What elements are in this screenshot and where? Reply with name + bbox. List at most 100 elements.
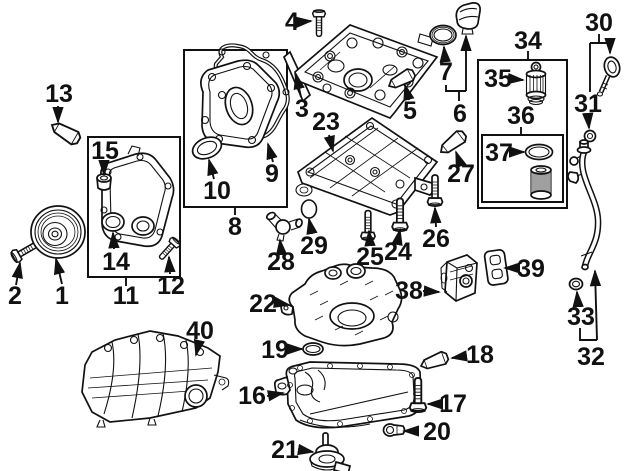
callout-9[interactable]: 9 [265,160,279,188]
oil-cooler-drawing[interactable] [440,254,478,302]
callout-1[interactable]: 1 [55,282,69,310]
leader-7 [439,45,451,63]
kit-box-34 [477,59,568,209]
callout-29[interactable]: 29 [300,232,328,260]
callout-17[interactable]: 17 [439,390,467,418]
callout-11[interactable]: 11 [113,282,140,310]
callout-37[interactable]: 37 [485,139,513,167]
pin-27-drawing[interactable] [435,127,470,159]
callout-4[interactable]: 4 [285,8,299,36]
leader-14 [108,231,120,250]
callout-8[interactable]: 8 [228,213,242,241]
callout-20[interactable]: 20 [423,418,451,446]
leader-24 [391,228,403,247]
pin-18-drawing[interactable] [417,349,451,373]
callout-38[interactable]: 38 [395,277,423,305]
callout-27[interactable]: 27 [447,160,475,188]
leader-31 [582,112,594,130]
crankshaft-pulley-drawing[interactable] [30,205,86,259]
bolt-4-drawing[interactable] [311,8,327,38]
callout-13[interactable]: 13 [45,80,73,108]
leader-16 [266,390,285,402]
leader-2 [11,261,23,286]
leader-22 [273,296,291,308]
leader-32-bracket [579,328,597,341]
callout-36[interactable]: 36 [507,102,535,130]
callout-31[interactable]: 31 [574,90,602,118]
callout-39[interactable]: 39 [517,255,545,283]
callout-3[interactable]: 3 [295,95,309,123]
leader-32 [589,269,602,341]
leader-33 [572,290,584,308]
kit-box-11 [87,136,181,278]
callout-18[interactable]: 18 [466,341,494,369]
callout-32[interactable]: 32 [577,343,605,371]
filler-cap-seal-drawing[interactable] [429,24,457,46]
leader-lines [11,16,616,456]
callout-25[interactable]: 25 [356,243,384,271]
callout-7[interactable]: 7 [439,58,453,86]
callout-24[interactable]: 24 [384,238,412,266]
camshaft-seal-drawing[interactable] [189,133,224,163]
callout-labels: 1 2 3 4 5 6 7 8 9 10 11 12 13 14 15 16 1… [8,8,613,464]
leader-3 [293,72,305,98]
leader-5 [403,83,415,102]
callout-34[interactable]: 34 [514,27,542,55]
leader-12 [164,255,176,275]
sealing-plug-drawing[interactable] [96,173,112,191]
leader-28 [275,238,288,256]
oil-drain-plug-drawing[interactable] [382,423,406,437]
pin-13-drawing[interactable] [47,117,84,148]
leader-18 [450,350,468,362]
callout-14[interactable]: 14 [102,248,130,276]
callout-30[interactable]: 30 [585,9,613,37]
oil-filter-element-drawing[interactable] [530,165,552,200]
oil-pan-o-ring-drawing[interactable] [302,342,324,356]
callout-5[interactable]: 5 [403,97,417,125]
callout-15[interactable]: 15 [91,137,119,165]
leader-29 [306,217,318,236]
callout-26[interactable]: 26 [422,225,450,253]
lower-oil-pan-drawing[interactable] [273,361,423,429]
leader-4 [295,16,313,28]
crankshaft-front-seal-drawing[interactable] [101,212,125,232]
intake-manifold-drawing[interactable] [81,330,230,428]
oil-filler-cap-drawing[interactable] [455,2,481,35]
callout-23[interactable]: 23 [312,108,340,136]
leader-1 [54,257,66,285]
callout-10[interactable]: 10 [203,177,231,205]
kit-box-36 [481,134,564,203]
oil-filter-cap-drawing[interactable] [525,61,547,106]
dipstick-seal-drawing[interactable] [583,129,597,143]
leader-10 [207,158,219,180]
oil-cooler-seal-drawing[interactable] [483,249,509,286]
callout-40[interactable]: 40 [186,317,214,345]
breather-fitting-drawing[interactable] [265,211,303,242]
callout-16[interactable]: 16 [238,382,266,410]
callout-2[interactable]: 2 [8,282,22,310]
leader-25 [364,229,376,247]
leader-6-bracket [445,85,466,101]
callout-12[interactable]: 12 [157,272,185,300]
callout-28[interactable]: 28 [267,248,295,276]
dipstick-tube-drawing[interactable] [567,139,602,271]
callout-33[interactable]: 33 [567,303,595,331]
breather-o-ring-drawing[interactable] [300,199,318,219]
upper-oil-pan-drawing[interactable] [279,263,403,347]
leader-9 [266,142,278,163]
bolt-25-drawing[interactable] [360,209,376,242]
leader-35 [507,72,525,85]
bedplate-drawing[interactable] [295,116,439,216]
callout-19[interactable]: 19 [261,336,289,364]
callout-21[interactable]: 21 [271,436,299,464]
oil-level-sensor-drawing[interactable] [309,432,352,471]
dipstick-drawing[interactable] [596,55,622,97]
upper-timing-cover-drawing[interactable] [200,43,290,149]
callout-22[interactable]: 22 [249,290,277,318]
callout-35[interactable]: 35 [484,65,512,93]
callout-6[interactable]: 6 [453,100,467,128]
oil-filter-o-ring-drawing[interactable] [524,143,554,161]
dipstick-tube-seal-drawing[interactable] [568,277,584,291]
